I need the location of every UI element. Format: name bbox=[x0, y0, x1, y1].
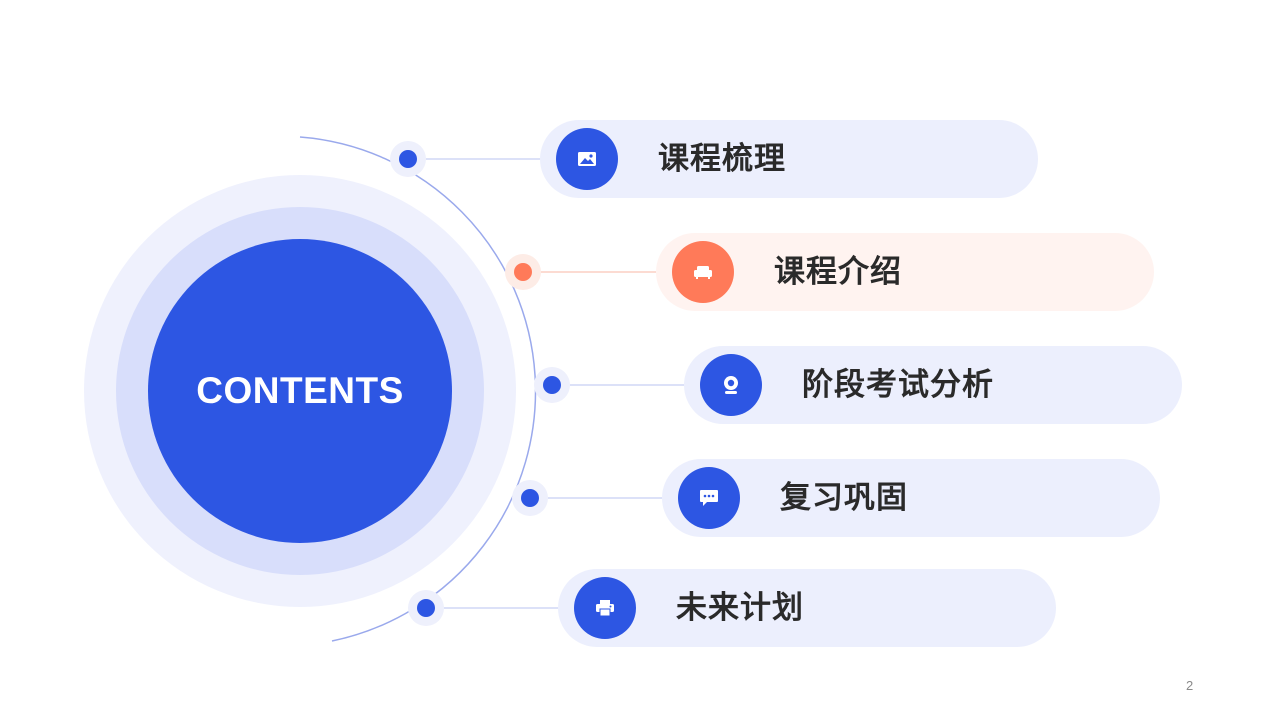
contents-title: CONTENTS bbox=[196, 370, 404, 411]
arc-dot-1 bbox=[390, 141, 426, 177]
arc-dot-3 bbox=[534, 367, 570, 403]
contents-item-label: 未来计划 bbox=[676, 590, 804, 626]
contents-item-1[interactable]: 课程梳理 bbox=[540, 120, 1038, 198]
sofa-icon bbox=[672, 241, 734, 303]
image-icon bbox=[556, 128, 618, 190]
contents-circle: CONTENTS bbox=[148, 239, 452, 543]
contents-item-label: 阶段考试分析 bbox=[802, 367, 994, 403]
contents-item-3[interactable]: 阶段考试分析 bbox=[684, 346, 1182, 424]
arc-dot-4 bbox=[512, 480, 548, 516]
arc-dot-2 bbox=[505, 254, 541, 290]
chat-bubble-icon bbox=[678, 467, 740, 529]
contents-item-label: 课程梳理 bbox=[658, 141, 786, 177]
webcam-icon bbox=[700, 354, 762, 416]
contents-item-2[interactable]: 课程介绍 bbox=[656, 233, 1154, 311]
page-number: 2 bbox=[1186, 678, 1194, 693]
printer-icon bbox=[574, 577, 636, 639]
contents-item-label: 课程介绍 bbox=[774, 254, 902, 290]
contents-item-5[interactable]: 未来计划 bbox=[558, 569, 1056, 647]
contents-item-4[interactable]: 复习巩固 bbox=[662, 459, 1160, 537]
contents-item-label: 复习巩固 bbox=[780, 480, 908, 516]
arc-dot-5 bbox=[408, 590, 444, 626]
